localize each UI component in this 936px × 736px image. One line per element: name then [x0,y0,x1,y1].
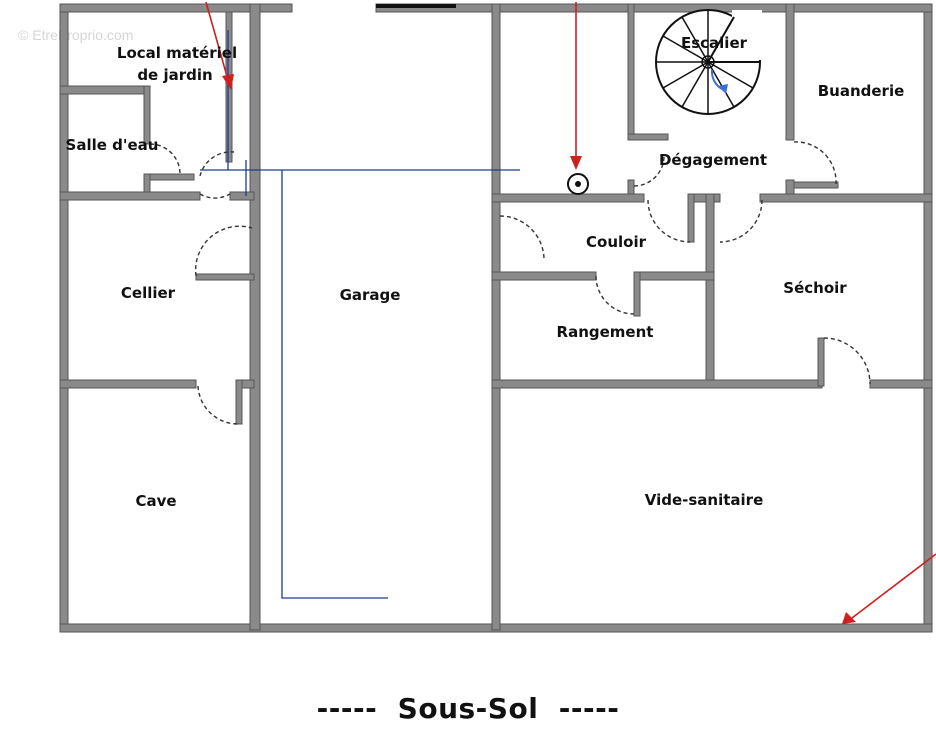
label-cave: Cave [135,492,176,510]
label-escalier: Escalier [681,34,748,52]
label-buanderie: Buanderie [818,82,905,100]
doors [149,141,871,425]
interior-walls [59,3,933,631]
label-salle-eau: Salle d'eau [66,136,159,154]
label-sechoir: Séchoir [783,279,847,297]
label-local-materiel-line2: de jardin [137,66,212,84]
network-lines [200,30,520,599]
label-vide-sanitaire: Vide-sanitaire [645,491,764,509]
spiral-staircase-icon [655,9,762,115]
label-local-materiel-line1: Local matériel [117,44,237,62]
watermark: © EtreProprio.com [18,27,133,43]
label-garage: Garage [340,286,401,304]
annotation-arrows [205,1,936,624]
label-cellier: Cellier [121,284,176,302]
room-labels: Local matériel de jardin Salle d'eau Cel… [66,34,905,510]
label-degagement: Dégagement [659,151,767,169]
plan-title: ----- Sous-Sol ----- [316,692,620,725]
label-couloir: Couloir [586,233,647,251]
drain-symbol [567,173,589,195]
label-rangement: Rangement [557,323,654,341]
